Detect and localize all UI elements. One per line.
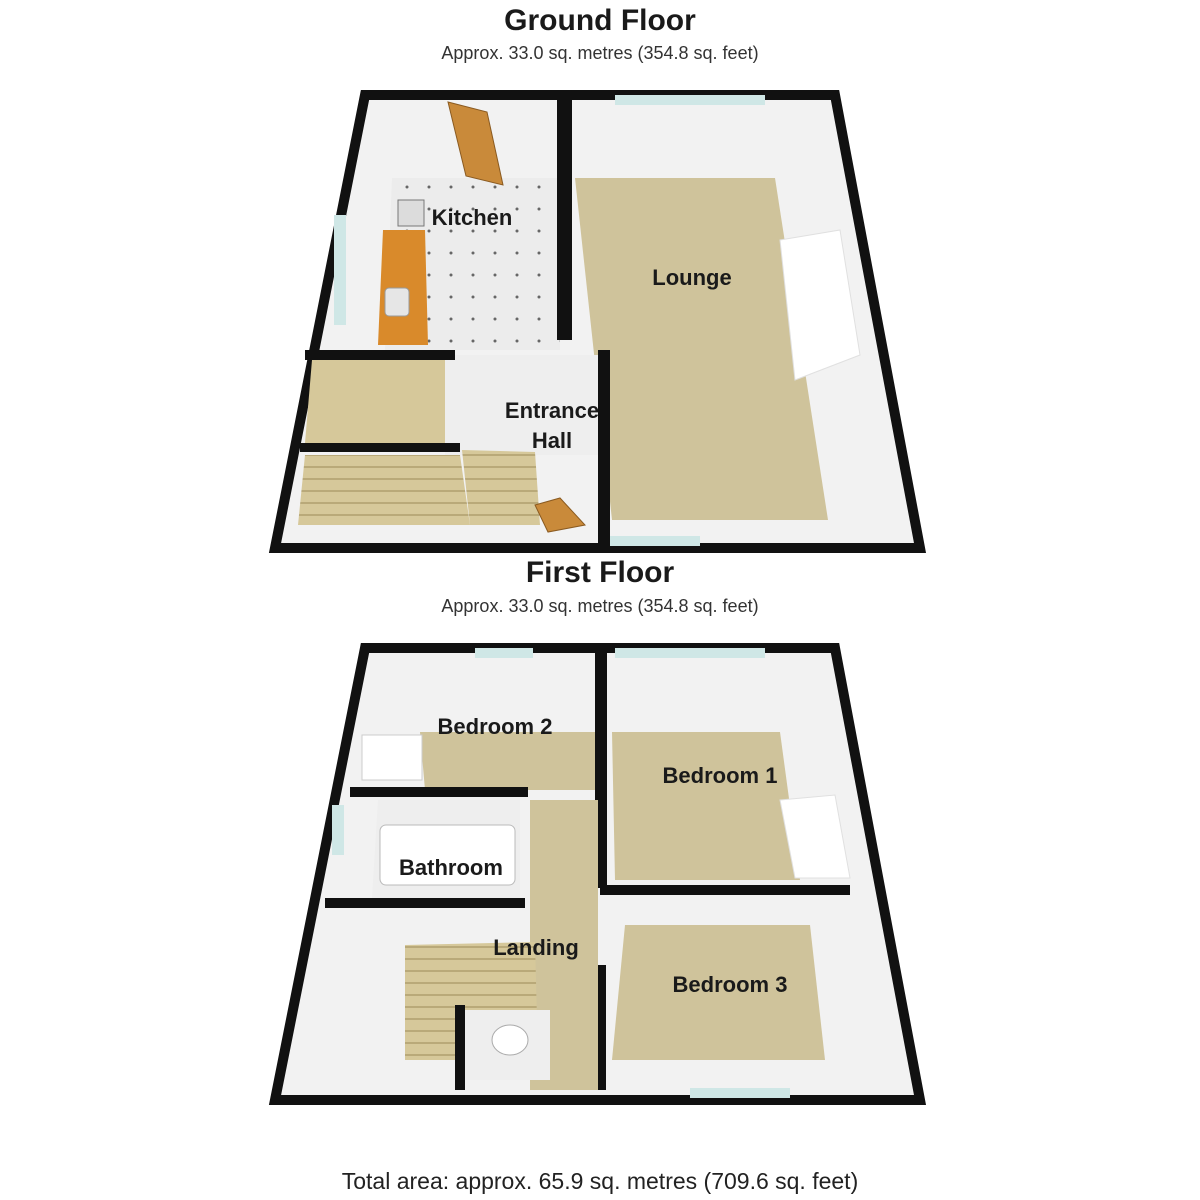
ground-floor-title: Ground Floor [504, 4, 696, 37]
bedroom3-floor [612, 925, 825, 1060]
ground-floor-plan: Kitchen Lounge Entrance Hall [268, 90, 927, 553]
front-door [534, 497, 586, 533]
kitchen-hob [397, 199, 425, 227]
first-floor-plan: Bedroom 2 Bedroom 1 Bathroom Landing Bed… [268, 643, 927, 1105]
chimney-breast [779, 229, 861, 381]
lounge-label: Lounge [652, 265, 731, 290]
bedroom2-label: Bedroom 2 [438, 714, 553, 739]
first-floor-title: First Floor [525, 556, 675, 589]
bedroom2-wardrobe [361, 734, 423, 781]
total-area: Total area: approx. 65.9 sq. metres (709… [341, 1168, 859, 1194]
ground-bottom-window [610, 536, 700, 546]
bedroom2-window [475, 648, 533, 658]
kitchen-door [447, 101, 504, 186]
bedroom1-label: Bedroom 1 [663, 763, 778, 788]
first-bottom-window [690, 1088, 790, 1098]
kitchen-window [334, 215, 346, 325]
bathroom-wall [350, 787, 528, 797]
bedroom2-floor [420, 732, 597, 790]
hall-lounge-wall [598, 350, 610, 545]
bedroom1-cupboard [779, 794, 851, 879]
first-floor-area: Approx. 33.0 sq. metres (354.8 sq. feet) [441, 596, 759, 616]
bedroom3-left-wall [596, 965, 606, 1090]
kitchen-label: Kitchen [432, 205, 513, 230]
bathroom-window [332, 805, 344, 855]
stairwell-wall [455, 1005, 465, 1090]
bedroom1-window [615, 648, 765, 658]
cupboard-wall [305, 350, 455, 360]
bedroom3-label: Bedroom 3 [673, 972, 788, 997]
entrance-hall-floor [445, 355, 600, 455]
entrance-label: Entrance [505, 398, 599, 423]
kitchen-floor [385, 178, 560, 350]
cupboard-floor [305, 360, 445, 443]
bathroom-wall-lower [325, 898, 525, 908]
lounge-window [615, 95, 765, 105]
ground-floor-area: Approx. 33.0 sq. metres (354.8 sq. feet) [441, 43, 759, 63]
cupboard-wall-lower [300, 443, 460, 452]
bedroom3-top-wall [600, 885, 850, 895]
kitchen-sink [384, 287, 410, 317]
ground-stairs [298, 455, 470, 525]
bathtub [379, 824, 516, 886]
hall-label: Hall [532, 428, 572, 453]
landing-label: Landing [493, 935, 579, 960]
toilet [491, 1024, 529, 1056]
hall-stairs [462, 450, 540, 525]
kitchen-lounge-wall [557, 100, 572, 340]
bathroom-label: Bathroom [399, 855, 503, 880]
bedroom1-floor [612, 732, 800, 880]
lounge-floor [575, 178, 828, 520]
